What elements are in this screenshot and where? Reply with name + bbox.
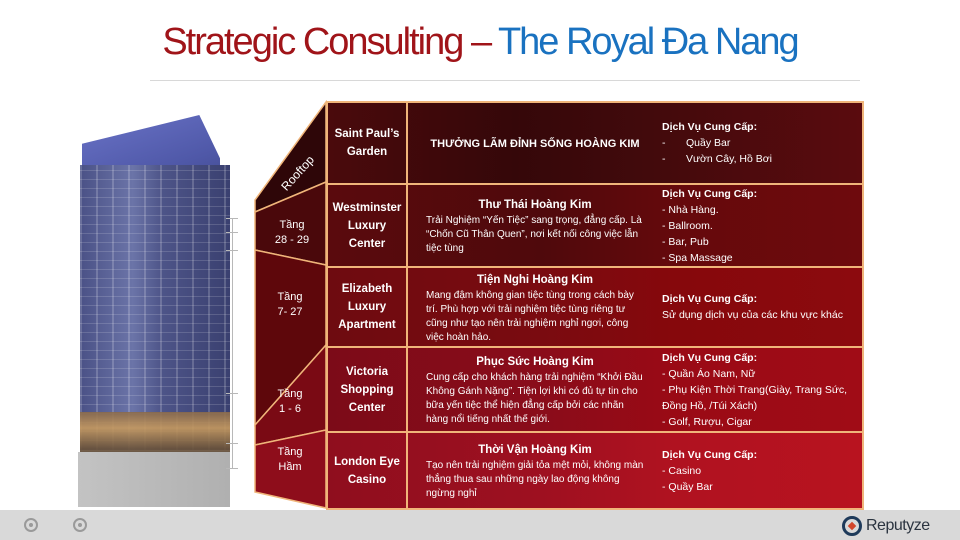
floor-label-word: Tầng: [277, 446, 303, 458]
floor-label-word: Tầng: [279, 219, 305, 231]
venue-description: Thời Vận Hoàng Kim Tạo nên trải nghiệm g…: [408, 433, 652, 508]
venue-services: Dịch Vụ Cung Cấp: - Quần Áo Nam, Nữ - Ph…: [652, 348, 862, 431]
brand-logo: Reputyze: [842, 516, 930, 536]
services-title: Dịch Vụ Cung Cấp:: [662, 187, 758, 200]
title-part-1: Strategic Consulting: [162, 21, 464, 63]
floor-label-7-27: Tầng 7- 27: [260, 290, 320, 320]
service-item: - Casino: [662, 464, 702, 477]
building-illustration: [40, 100, 240, 510]
title-part-2: The Royal Đa Nang: [497, 21, 800, 63]
venue-heading: THƯỞNG LÃM ĐỈNH SỐNG HOÀNG KIM: [430, 137, 640, 150]
service-item: -Vườn Cây, Hồ Bơi: [662, 153, 772, 165]
venue-name: London Eye Casino: [328, 433, 408, 508]
venue-description: Tiện Nghi Hoàng Kim Mang đậm không gian …: [408, 268, 652, 346]
venue-description: THƯỞNG LÃM ĐỈNH SỐNG HOÀNG KIM: [408, 103, 652, 183]
venue-services: Dịch Vụ Cung Cấp: - Casino - Quầy Bar: [652, 433, 862, 508]
scale-tick: [226, 443, 238, 444]
scale-tick: [226, 218, 238, 219]
scale-tick: [226, 393, 238, 394]
venue-description-text: Mang đậm không gian tiệc tùng trong cách…: [426, 289, 634, 343]
venue-description-text: Trải Nghiệm “Yến Tiệc” sang trọng, đẳng …: [426, 215, 642, 254]
service-item: - Golf, Rượu, Cigar: [662, 415, 752, 428]
brand-name: Reputyze: [866, 517, 930, 534]
service-item: - Quần Áo Nam, Nữ: [662, 367, 756, 380]
scale-tick: [226, 468, 238, 469]
services-title: Dịch Vụ Cung Cấp:: [662, 351, 758, 364]
floor-services-table: Saint Paul’s Garden THƯỞNG LÃM ĐỈNH SỐNG…: [326, 101, 864, 510]
scale-tick: [226, 232, 238, 233]
floor-label-range: 28 - 29: [274, 234, 310, 246]
services-title: Dịch Vụ Cung Cấp:: [662, 293, 758, 305]
venue-name: Elizabeth Luxury Apartment: [328, 268, 408, 346]
venue-description: Phục Sức Hoàng Kim Cung cấp cho khách hà…: [408, 348, 652, 431]
service-item: - Spa Massage: [662, 251, 733, 264]
service-item: - Phụ Kiện Thời Trang(Giày, Trang Sức, Đ…: [662, 383, 848, 412]
service-item: Sử dụng dịch vụ của các khu vực khác: [662, 309, 843, 321]
scale-tick: [226, 250, 238, 251]
venue-heading: Thư Thái Hoàng Kim: [478, 199, 592, 211]
venue-name: Westminster Luxury Center: [328, 185, 408, 266]
venue-services: Dịch Vụ Cung Cấp: -Quầy Bar -Vườn Cây, H…: [652, 103, 862, 183]
floor-label-range: 1 - 6: [278, 403, 301, 415]
venue-description-text: Cung cấp cho khách hàng trải nghiệm “Khở…: [426, 372, 643, 425]
service-item: - Bar, Pub: [662, 235, 709, 248]
prev-slide-icon[interactable]: [24, 518, 38, 532]
table-row: Victoria Shopping Center Phục Sức Hoàng …: [328, 348, 862, 433]
floor-label-range: 7- 27: [277, 306, 303, 318]
floor-label-28-29: Tầng 28 - 29: [262, 218, 322, 248]
venue-heading: Thời Vận Hoàng Kim: [478, 444, 592, 456]
service-item: - Quầy Bar: [662, 480, 713, 493]
title-divider: [150, 80, 860, 81]
services-title: Dịch Vụ Cung Cấp:: [662, 121, 758, 133]
height-scale-line: [232, 218, 233, 468]
title-dash: –: [462, 21, 498, 63]
service-item: -Quầy Bar: [662, 137, 731, 149]
venue-description-text: Tạo nên trải nghiệm giải tỏa mệt mỏi, kh…: [426, 460, 644, 499]
floor-label-word: Tầng: [277, 388, 303, 400]
reputyze-logo-icon: [842, 516, 862, 536]
page-title: Strategic Consulting – The Royal Đa Nang: [0, 18, 960, 66]
venue-description: Thư Thái Hoàng Kim Trải Nghiệm “Yến Tiệc…: [408, 185, 652, 266]
services-title: Dịch Vụ Cung Cấp:: [662, 448, 758, 461]
venue-services: Dịch Vụ Cung Cấp: Sử dụng dịch vụ của cá…: [652, 268, 862, 346]
floor-label-1-6: Tầng 1 - 6: [260, 387, 320, 417]
floor-label-column: Rooftop Tầng 28 - 29 Tầng 7- 27 Tầng 1 -…: [250, 100, 327, 510]
venue-heading: Phục Sức Hoàng Kim: [476, 356, 594, 368]
table-row: Saint Paul’s Garden THƯỞNG LÃM ĐỈNH SỐNG…: [328, 103, 862, 185]
venue-name: Saint Paul’s Garden: [328, 103, 408, 183]
tower-podium: [80, 412, 230, 452]
venue-services: Dịch Vụ Cung Cấp: - Nhà Hàng. - Ballroom…: [652, 185, 862, 266]
service-item: - Ballroom.: [662, 219, 713, 232]
floor-label-range: Hầm: [278, 461, 302, 473]
basement-block: [78, 452, 230, 507]
table-row: London Eye Casino Thời Vận Hoàng Kim Tạo…: [328, 433, 862, 508]
next-slide-icon[interactable]: [73, 518, 87, 532]
tower-body: [80, 165, 230, 450]
slide-footer: Reputyze: [0, 510, 960, 540]
venue-heading: Tiện Nghi Hoàng Kim: [476, 273, 594, 286]
venue-name: Victoria Shopping Center: [328, 348, 408, 431]
floor-label-basement: Tầng Hầm: [260, 445, 320, 475]
table-row: Westminster Luxury Center Thư Thái Hoàng…: [328, 185, 862, 268]
floor-label-word: Tầng: [277, 291, 303, 303]
table-row: Elizabeth Luxury Apartment Tiện Nghi Hoà…: [328, 268, 862, 348]
service-item: - Nhà Hàng.: [662, 203, 719, 216]
